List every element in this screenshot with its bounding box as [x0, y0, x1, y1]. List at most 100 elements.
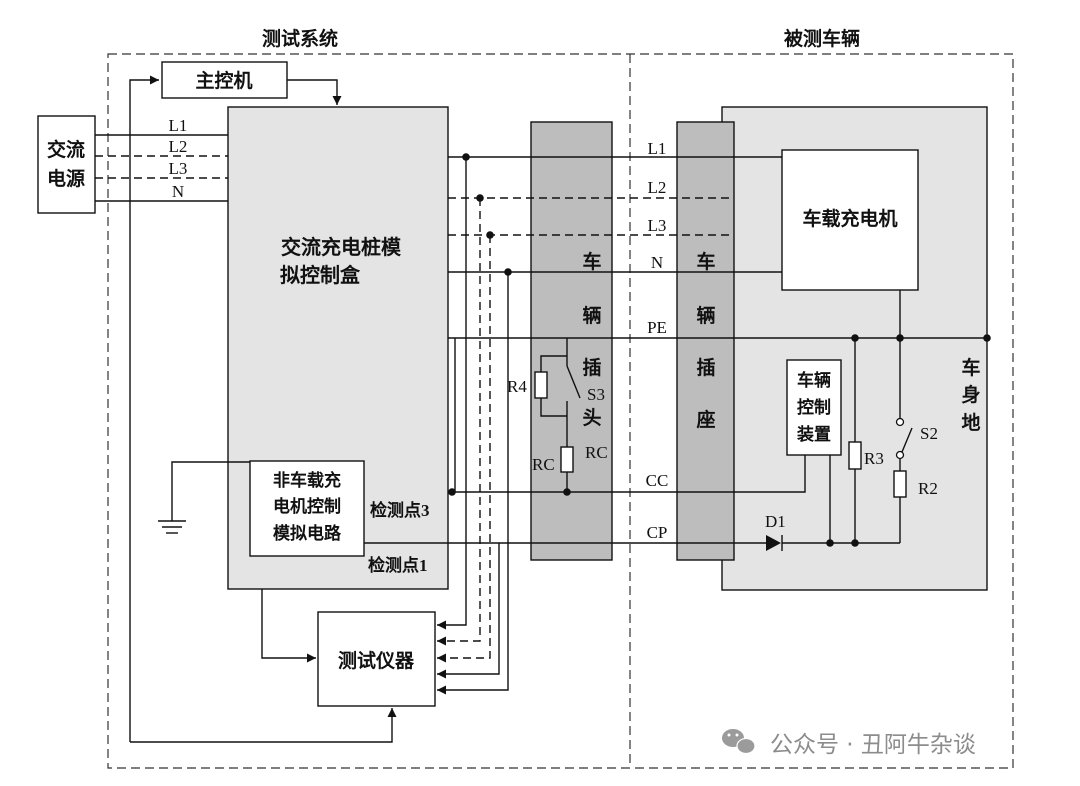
- r4-branch-bottom: [540, 398, 567, 417]
- vehicle-inlet-char-3: 插: [696, 357, 715, 379]
- junction-dot-pe-body: [983, 334, 991, 342]
- junction-dots: [448, 153, 991, 547]
- label-r3: R3: [864, 449, 884, 468]
- vehicle-plug-strip: [530, 121, 613, 561]
- vehicle-body-ground-char-3: 地: [961, 411, 980, 434]
- vehicle-plug-char-1: 车: [582, 250, 601, 273]
- onboard-charger: 车载充电机: [781, 149, 919, 291]
- junction-dot-pe-s2: [896, 334, 904, 342]
- wire-control-box-to-instrument: [261, 589, 316, 663]
- ac-power-source: 交流 电源: [37, 115, 96, 214]
- vehicle-inlet-strip: [676, 121, 735, 561]
- resistor-rc: [560, 446, 574, 473]
- region-frame: [107, 53, 1014, 769]
- label-s2: S2: [920, 424, 938, 443]
- vehicle-body-ground-char-1: 车: [961, 356, 980, 379]
- label-rc-left: RC: [532, 455, 555, 474]
- vehicle-plug-char-3: 插: [582, 357, 601, 379]
- interface-label-l1: L1: [648, 139, 667, 158]
- vehicle-control-unit-line3: 装置: [796, 424, 831, 444]
- wechat-icon-bubble-small: [736, 737, 756, 755]
- offboard-charger-sim-line1: 非车载充: [273, 470, 341, 490]
- plug-circuit: R4 S3 RC RC: [507, 338, 608, 492]
- ac-power-source-label-line1: 交流: [47, 138, 85, 161]
- junction-dot-l2: [476, 194, 484, 202]
- measure-wire-n: [437, 272, 509, 695]
- switch-s3-blade: [566, 365, 581, 399]
- junction-dot-l1: [462, 153, 470, 161]
- junction-dot-cp-vcu: [826, 539, 834, 547]
- master-controller-label: 主控机: [195, 69, 252, 92]
- master-controller: 主控机: [161, 61, 288, 99]
- switch-s2-contact-top: [895, 417, 905, 427]
- interface-label-cc: CC: [646, 471, 669, 490]
- measure-wire-cp: [437, 543, 500, 679]
- test-instrument: 测试仪器: [317, 611, 436, 707]
- offboard-charger-sim-box: [249, 460, 365, 557]
- resistor-r2: [893, 470, 907, 498]
- onboard-charger-box: [781, 149, 919, 291]
- interface-label-l2: L2: [648, 178, 667, 197]
- measure-wire-l1: [437, 157, 467, 630]
- junction-dot-pe-r3: [851, 334, 859, 342]
- label-r2: R2: [918, 479, 938, 498]
- switch-s2-contact-bottom: [895, 450, 905, 460]
- r3-branch: R3: [848, 338, 884, 543]
- vehicle-under-test-title: 被测车辆: [784, 27, 860, 50]
- ground-wire: [171, 461, 250, 521]
- vehicle-inlet-char-2: 辆: [696, 304, 715, 327]
- pile-control-box-label-line1: 交流充电桩模: [281, 235, 402, 259]
- test-instrument-box: [317, 611, 436, 707]
- s2-r2-branch: S2 R2: [893, 338, 938, 543]
- vehicle-control-unit-box: [786, 359, 842, 456]
- wechat-icon-eye-1: [727, 733, 731, 737]
- switch-s2-blade: [901, 427, 913, 453]
- wechat-icon: [722, 729, 756, 755]
- measure-wire-l3: [437, 235, 491, 663]
- vehicle-plug-char-2: 辆: [582, 304, 601, 327]
- junction-dot-l3: [486, 231, 494, 239]
- vehicle-plug-char-4: 头: [582, 407, 601, 429]
- label-rc-right: RC: [585, 443, 608, 462]
- diode-d1-body: [766, 535, 781, 551]
- test-system-title: 测试系统: [262, 27, 338, 50]
- wechat-icon-eye-2: [735, 733, 739, 737]
- vehicle-inlet-char-1: 车: [696, 250, 715, 273]
- interface-label-l3: L3: [648, 216, 667, 235]
- label-r4: R4: [507, 377, 527, 396]
- offboard-charger-sim-line2: 电机控制: [273, 496, 341, 516]
- junction-dot-n: [504, 268, 512, 276]
- offboard-charger-sim-line3: 模拟电路: [273, 523, 342, 543]
- master-controller-box: [161, 61, 288, 99]
- vehicle-control-unit-line2: 控制: [797, 397, 831, 417]
- ac-power-source-label-line2: 电源: [47, 167, 85, 190]
- junction-dot-plug-cc: [563, 488, 571, 496]
- supply-label-l1: L1: [169, 116, 188, 135]
- vehicle-control-unit-line1: 车辆: [797, 370, 831, 390]
- wire-instrument-to-master: [129, 75, 159, 742]
- junction-dot-detection-point-3: [448, 488, 456, 496]
- label-s3: S3: [587, 385, 605, 404]
- supply-label-l3: L3: [169, 159, 188, 178]
- detection-point-3-label: 检测点3: [370, 500, 430, 520]
- wire-master-to-control-box: [287, 79, 342, 105]
- vehicle-inlet-char-4: 座: [696, 408, 715, 431]
- interface-label-pe: PE: [647, 318, 667, 337]
- diode-d1: D1: [765, 512, 786, 551]
- detection-point-1-label: 检测点1: [368, 555, 428, 575]
- resistor-r4: [534, 371, 548, 399]
- r4-branch-top: [540, 355, 567, 372]
- ground-symbol: [158, 461, 250, 534]
- interface-label-cp: CP: [647, 523, 668, 542]
- watermark-text: 公众号 · 丑阿牛杂谈: [770, 732, 976, 758]
- onboard-charger-label: 车载充电机: [802, 207, 897, 230]
- wire-master-to-instrument: [130, 708, 397, 743]
- resistor-r3: [848, 441, 862, 470]
- vehicle-control-unit: 车辆 控制 装置: [786, 359, 842, 456]
- test-instrument-label: 测试仪器: [338, 650, 415, 672]
- measure-wire-l2: [437, 198, 481, 646]
- ac-power-source-box: [37, 115, 96, 214]
- offboard-charger-sim: 非车载充 电机控制 模拟电路: [249, 460, 365, 557]
- supply-label-l2: L2: [169, 137, 188, 156]
